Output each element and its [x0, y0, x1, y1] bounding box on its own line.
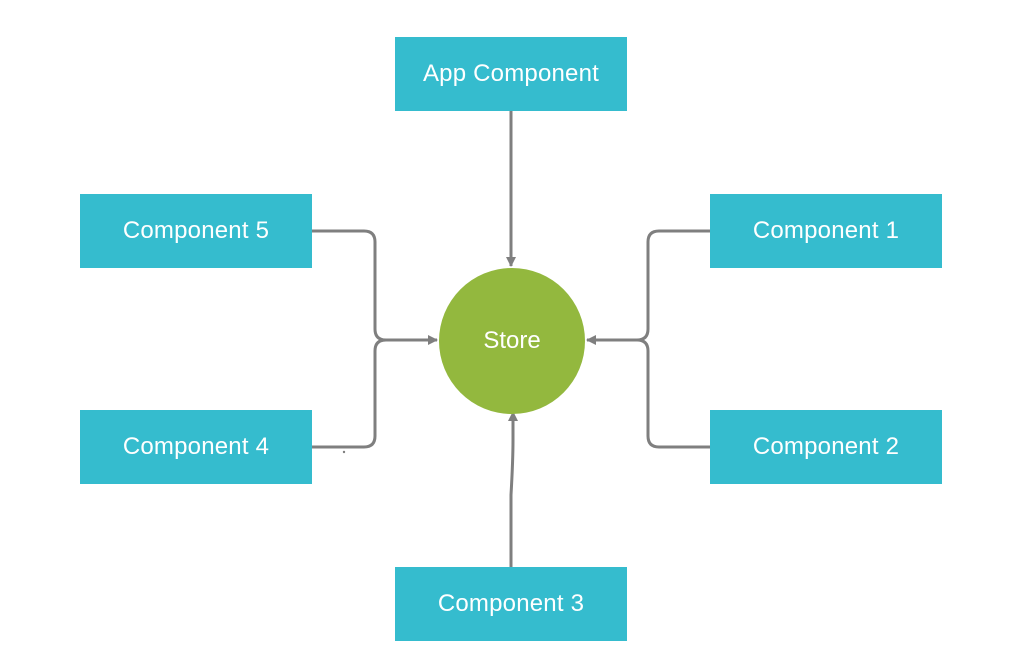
component-3-box[interactable]: Component 3: [395, 567, 627, 641]
connector-component2-to-store: [587, 338, 710, 449]
component-4-box[interactable]: Component 4: [80, 410, 312, 484]
store-label: Store: [483, 327, 541, 354]
component-3-label: Component 3: [437, 590, 585, 617]
connector-component3-to-store: [508, 411, 518, 567]
component-2-box[interactable]: Component 2: [710, 410, 942, 484]
component-5-box[interactable]: Component 5: [80, 194, 312, 268]
component-4-label: Component 4: [122, 433, 270, 460]
component-5-label: Component 5: [122, 217, 270, 244]
connector-component5-to-store: [312, 229, 438, 345]
app-component-box[interactable]: App Component: [395, 37, 627, 111]
connector-component4-to-store: [312, 338, 437, 449]
connector-component1-to-store: [586, 229, 710, 345]
component-2-label: Component 2: [752, 433, 900, 460]
store-node[interactable]: Store: [439, 268, 585, 414]
app-component-label: App Component: [422, 60, 600, 87]
stray-dot: [342, 450, 346, 454]
component-1-box[interactable]: Component 1: [710, 194, 942, 268]
component-1-label: Component 1: [752, 217, 900, 244]
